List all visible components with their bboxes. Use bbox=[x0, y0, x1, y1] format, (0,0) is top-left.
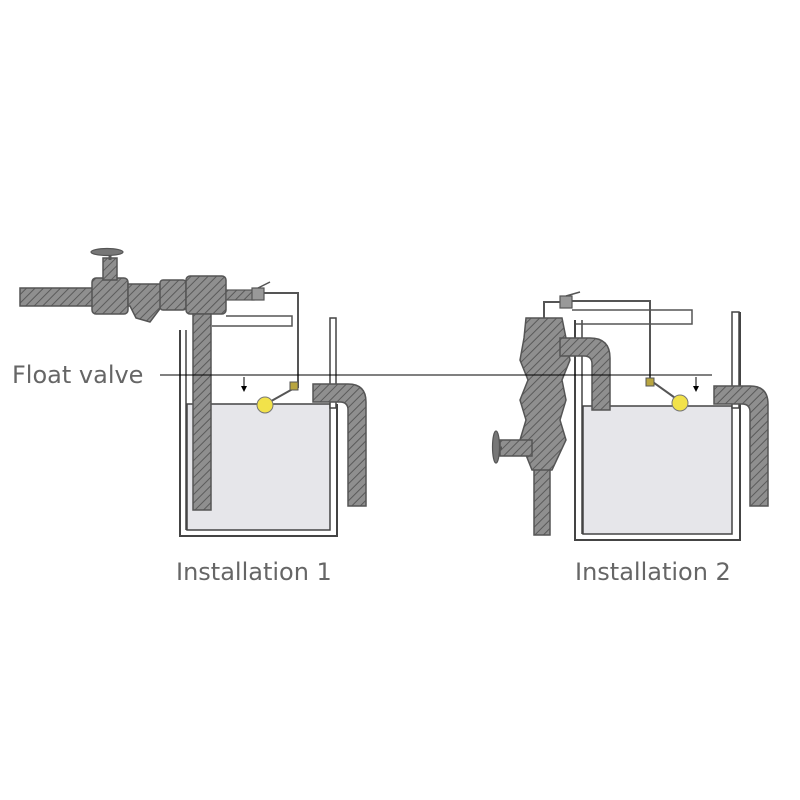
installation-1-label: Installation 1 bbox=[176, 558, 332, 586]
tank-2-water bbox=[582, 405, 733, 535]
pilot-valve-2 bbox=[559, 295, 573, 309]
control-tube-2 bbox=[572, 300, 651, 382]
float-ball-1 bbox=[256, 396, 274, 414]
downpipe-1 bbox=[192, 313, 212, 511]
handwheel-icon bbox=[491, 430, 501, 464]
overflow-pipe-1 bbox=[312, 383, 367, 507]
tank-2-outline bbox=[574, 312, 741, 541]
installation-1 bbox=[19, 247, 367, 537]
main-valve-1 bbox=[185, 275, 227, 315]
tank-1-vent-rod bbox=[329, 317, 337, 409]
installation-2-label: Installation 2 bbox=[575, 558, 731, 586]
gate-valve-2 bbox=[491, 430, 533, 464]
control-tube-1 bbox=[264, 292, 299, 388]
installation-2 bbox=[491, 291, 769, 541]
strainer-1 bbox=[127, 283, 163, 323]
inlet-pipe-1 bbox=[19, 287, 96, 307]
float-valve-label: Float valve bbox=[12, 361, 144, 389]
tank-1-outline bbox=[179, 330, 338, 537]
handwheel-icon bbox=[90, 247, 124, 257]
pilot-valve-1 bbox=[251, 287, 265, 301]
outlet-elbow-2 bbox=[559, 337, 611, 411]
overflow-pipe-2 bbox=[713, 385, 769, 507]
tank-2-vent-rod bbox=[731, 311, 740, 409]
gate-valve-1 bbox=[90, 247, 129, 315]
float-ball-2 bbox=[671, 394, 689, 412]
